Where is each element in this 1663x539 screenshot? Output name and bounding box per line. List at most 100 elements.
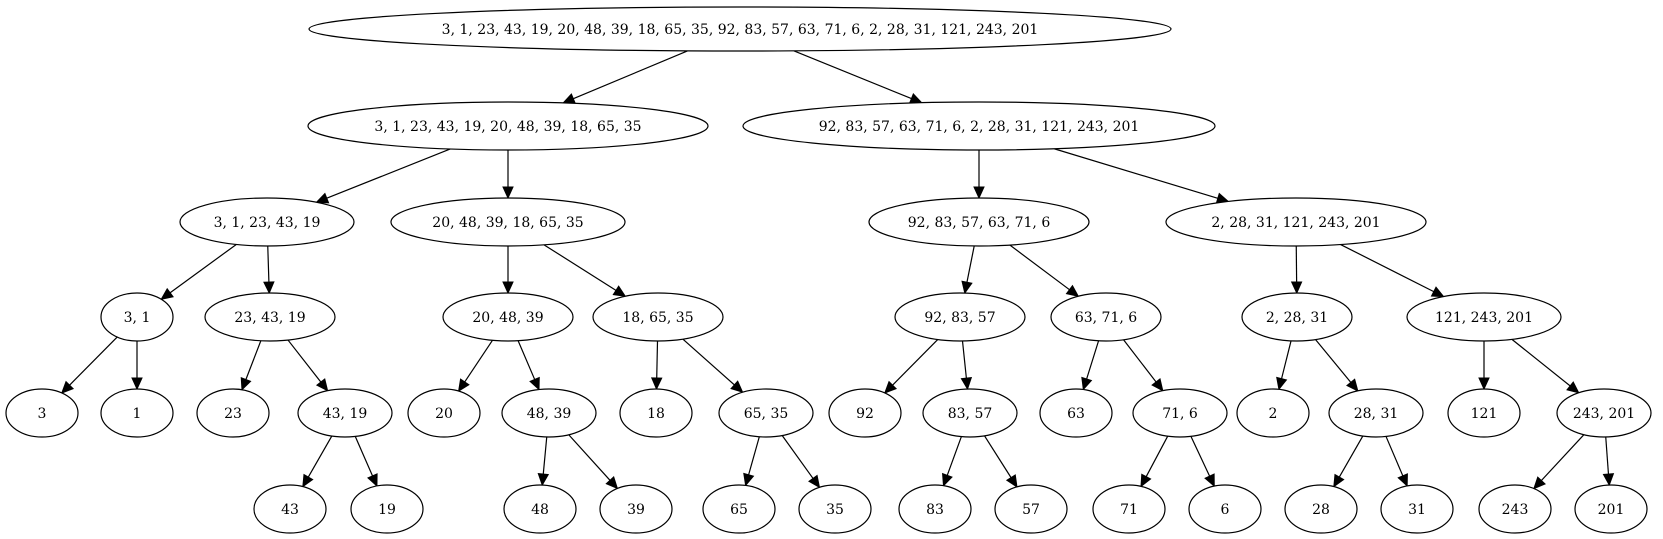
edge-line <box>1086 340 1100 380</box>
arrowhead-icon <box>1204 473 1215 488</box>
node-label: 201 <box>1598 502 1625 518</box>
tree-node: 28 <box>1284 484 1358 534</box>
node-ellipse <box>894 292 1026 342</box>
tree-node: 57 <box>994 484 1068 534</box>
node-ellipse <box>718 388 814 438</box>
node-ellipse <box>297 388 393 438</box>
edge-line <box>568 434 611 481</box>
arrowhead-icon <box>1140 473 1152 488</box>
tree-edges <box>60 50 1615 490</box>
node-label: 2, 28, 31 <box>1266 310 1328 326</box>
edge-line <box>542 436 548 475</box>
tree-node: 6 <box>1188 484 1262 534</box>
tree-edge <box>263 245 275 295</box>
tree-edge <box>883 339 939 394</box>
tree-edge <box>983 435 1018 488</box>
tree-edge <box>502 150 514 200</box>
node-label: 19 <box>378 502 396 518</box>
node-label: 39 <box>627 502 645 518</box>
node-label: 3, 1, 23, 43, 19, 20, 48, 39, 18, 65, 35 <box>374 119 641 135</box>
arrowhead-icon <box>942 472 953 487</box>
arrowhead-icon <box>457 378 470 393</box>
tree-node: 121, 243, 201 <box>1406 292 1562 342</box>
node-label: 18 <box>647 406 665 422</box>
arrowhead-icon <box>1566 381 1580 394</box>
tree-node: 35 <box>798 484 872 534</box>
edge-line <box>1385 436 1404 477</box>
tree-node: 48, 39 <box>501 388 597 438</box>
node-ellipse <box>100 292 174 342</box>
arrowhead-icon <box>537 473 550 487</box>
tree-node: 3, 1, 23, 43, 19 <box>179 197 355 247</box>
node-label: 92 <box>856 406 874 422</box>
node-ellipse <box>1556 388 1652 438</box>
arrowhead-icon <box>1065 284 1080 297</box>
tree-edge <box>1276 340 1292 391</box>
tree-node: 48 <box>503 484 577 534</box>
node-label: 83 <box>926 502 944 518</box>
edge-line <box>946 436 962 476</box>
edge-line <box>267 245 270 283</box>
edge-line <box>287 339 322 383</box>
edge-line <box>1145 435 1169 477</box>
node-label: 243 <box>1502 502 1529 518</box>
node-label: 28 <box>1312 502 1330 518</box>
edge-line <box>307 435 333 478</box>
node-label: 48, 39 <box>527 406 572 422</box>
node-label: 43 <box>281 502 299 518</box>
arrowhead-icon <box>1151 378 1164 392</box>
node-ellipse <box>253 484 327 534</box>
tree-node: 3, 1, 23, 43, 19, 20, 48, 39, 18, 65, 35… <box>308 6 1172 52</box>
tree-node: 83 <box>898 484 972 534</box>
tree-node: 243, 201 <box>1556 388 1652 438</box>
edge-line <box>245 340 262 380</box>
edge-line <box>1605 436 1610 475</box>
arrowhead-icon <box>605 476 619 490</box>
node-ellipse <box>1574 484 1648 534</box>
node-ellipse <box>868 197 1090 247</box>
arrowhead-icon <box>883 380 898 394</box>
node-ellipse <box>1380 484 1454 534</box>
node-ellipse <box>1284 484 1358 534</box>
node-ellipse <box>350 484 424 534</box>
tree-node: 28, 31 <box>1328 388 1424 438</box>
node-ellipse <box>994 484 1068 534</box>
node-label: 20, 48, 39 <box>472 310 543 326</box>
arrowhead-icon <box>973 186 985 200</box>
node-label: 20 <box>435 406 453 422</box>
tree-edge <box>302 435 333 488</box>
tree-edge <box>568 434 619 490</box>
node-label: 23, 43, 19 <box>234 310 305 326</box>
node-ellipse <box>204 292 336 342</box>
arrowhead-icon <box>961 280 973 295</box>
tree-node: 92, 83, 57 <box>894 292 1026 342</box>
node-ellipse <box>1188 484 1262 534</box>
edge-line <box>1281 340 1292 379</box>
node-ellipse <box>702 484 776 534</box>
tree-edge <box>240 340 262 391</box>
node-ellipse <box>898 484 972 534</box>
node-ellipse <box>179 197 355 247</box>
tree-node: 243 <box>1478 484 1552 534</box>
arrowhead-icon <box>808 474 821 489</box>
tree-edge <box>1333 435 1364 488</box>
arrowhead-icon <box>1602 473 1615 487</box>
node-ellipse <box>5 388 79 438</box>
tree-node: 71 <box>1092 484 1166 534</box>
arrowhead-icon <box>1290 281 1303 295</box>
edge-line <box>169 243 237 294</box>
arrowhead-icon <box>1430 286 1445 298</box>
tree-edge <box>1009 244 1080 297</box>
tree-edge <box>160 243 237 300</box>
tree-node: 92, 83, 57, 63, 71, 6 <box>868 197 1090 247</box>
node-label: 23 <box>224 406 242 422</box>
node-ellipse <box>1447 388 1521 438</box>
node-label: 3, 1 <box>124 310 151 326</box>
edge-line <box>966 245 975 283</box>
arrowhead-icon <box>315 378 329 392</box>
node-label: 20, 48, 39, 18, 65, 35 <box>432 215 583 231</box>
node-ellipse <box>798 484 872 534</box>
edge-line <box>1338 435 1364 478</box>
edge-line <box>464 339 493 383</box>
tree-node: 1 <box>100 388 174 438</box>
